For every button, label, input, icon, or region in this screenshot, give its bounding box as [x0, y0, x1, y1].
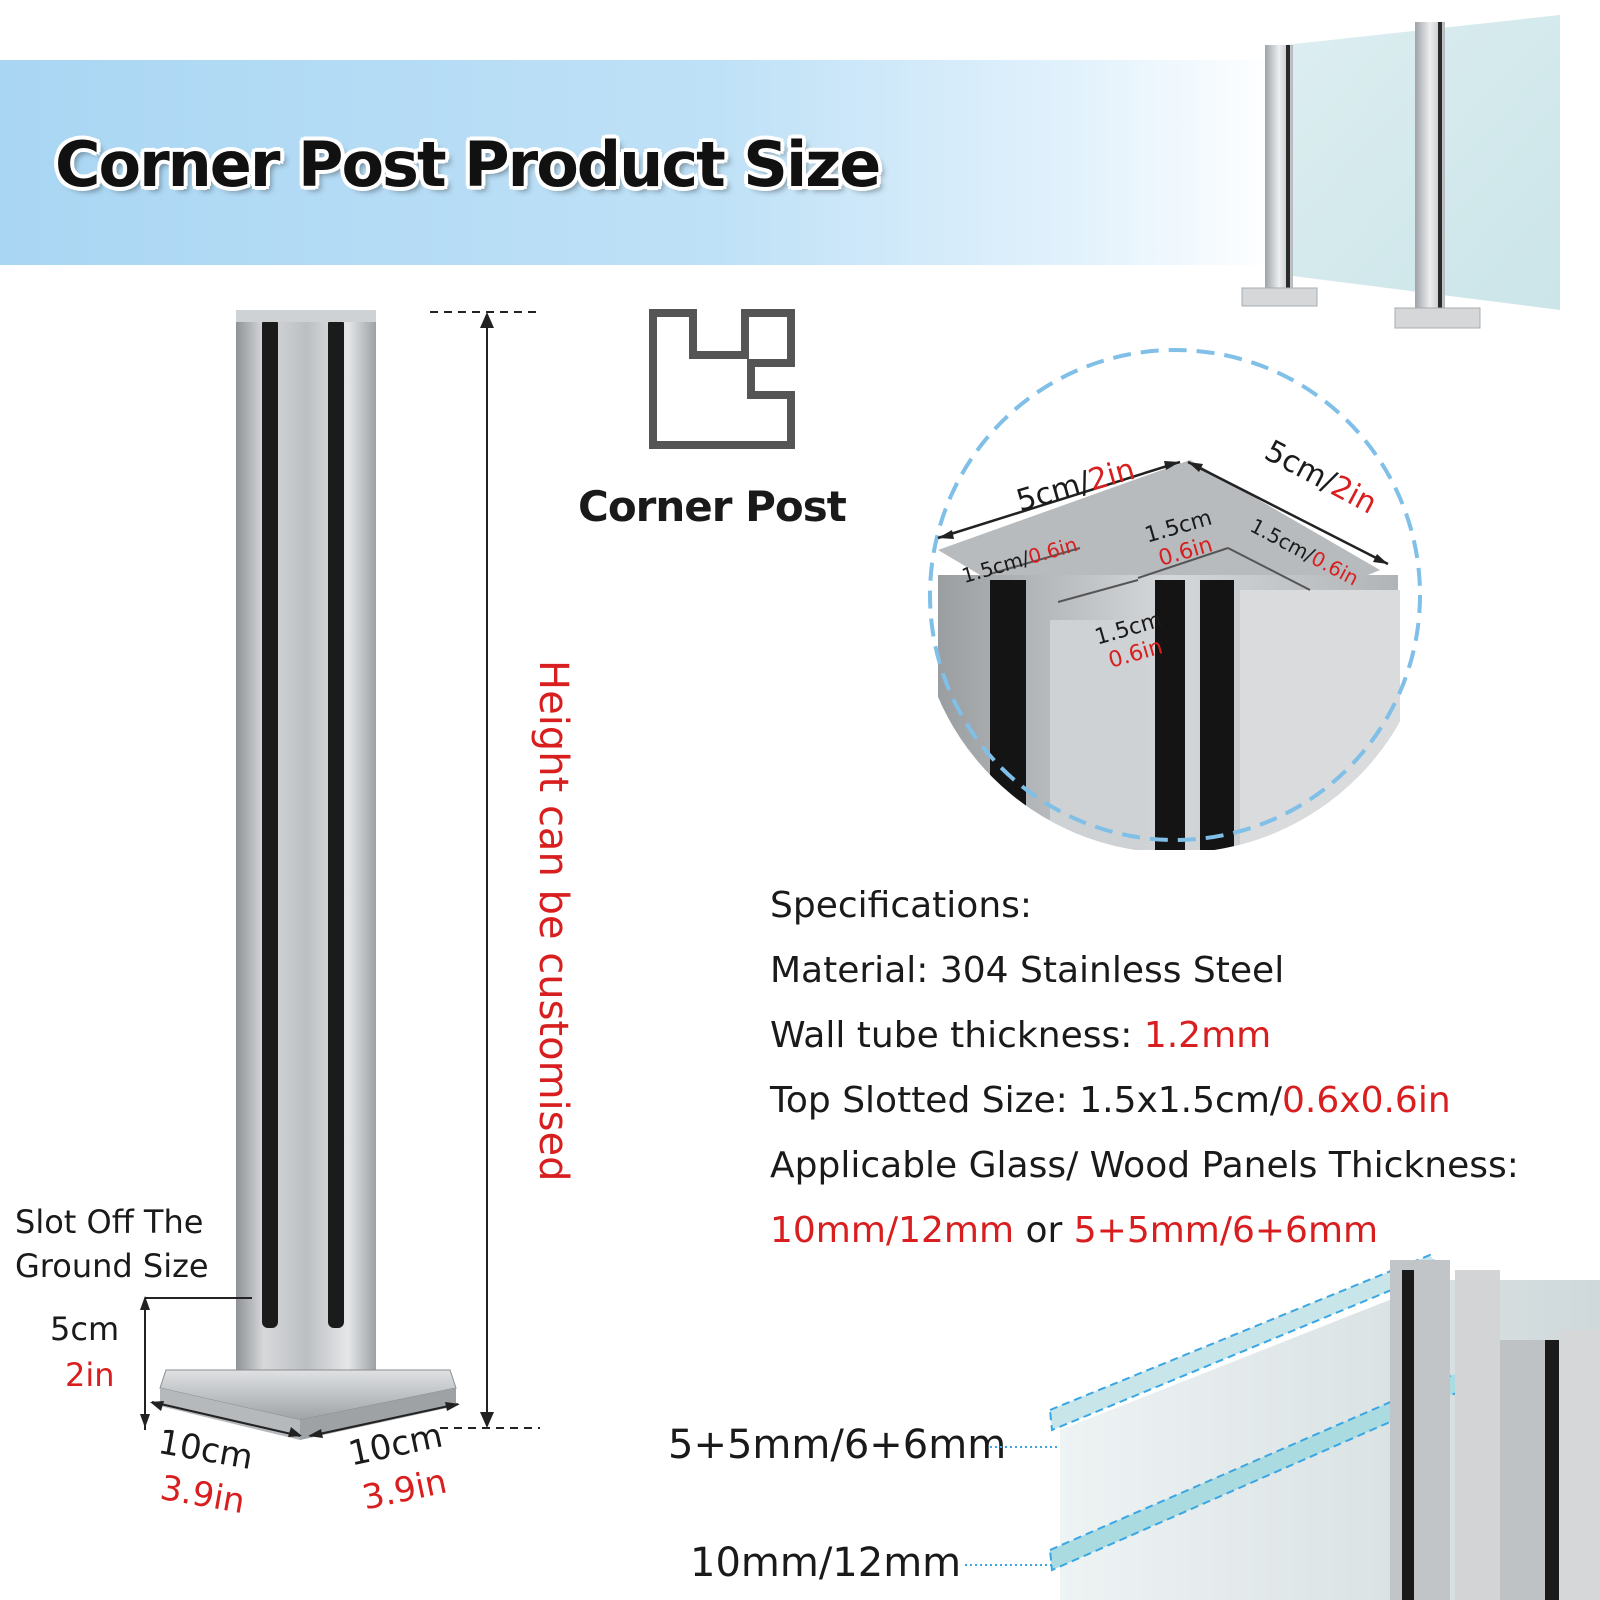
spec-thick-b: 5+5mm/6+6mm: [1073, 1210, 1379, 1251]
height-note: Height can be customised: [530, 660, 576, 1182]
corner-post-label: Corner Post: [578, 482, 847, 531]
spec-thickness: 10mm/12mm or 5+5mm/6+6mm: [770, 1210, 1378, 1251]
spec-thick-or: or: [1014, 1210, 1074, 1251]
detail-magnifier: [928, 348, 1422, 850]
page-title: Corner Post Product Size: [55, 128, 881, 201]
spec-wall-label: Wall tube thickness:: [770, 1015, 1144, 1056]
spec-wall: Wall tube thickness: 1.2mm: [770, 1015, 1271, 1056]
corner-post-section-icon: [649, 309, 795, 449]
panel-leader-double: [990, 1446, 1060, 1448]
slot-label: Slot Off The Ground Size: [15, 1203, 209, 1285]
spec-top-label: Top Slotted Size: 1.5x1.5cm/: [770, 1080, 1283, 1121]
panel-insert-illustration: [1048, 1253, 1600, 1600]
height-dimension-line: [430, 311, 540, 1429]
spec-thick-a: 10mm/12mm: [770, 1210, 1015, 1251]
spec-material: Material: 304 Stainless Steel: [770, 950, 1285, 991]
spec-top-value: 0.6x0.6in: [1282, 1080, 1451, 1121]
base-dimension-lines: [150, 1401, 460, 1438]
corner-post-illustration: [159, 310, 457, 1440]
spec-top-slot: Top Slotted Size: 1.5x1.5cm/0.6x0.6in: [770, 1080, 1451, 1121]
panel-leader-single: [965, 1564, 1055, 1566]
slot-size-in: 2in: [65, 1356, 115, 1394]
panel-label-double: 5+5mm/6+6mm: [668, 1422, 1007, 1468]
spec-applicable: Applicable Glass/ Wood Panels Thickness:: [770, 1145, 1519, 1186]
panel-label-single: 10mm/12mm: [690, 1540, 962, 1586]
slot-size-cm: 5cm: [50, 1310, 120, 1348]
spec-wall-value: 1.2mm: [1143, 1015, 1272, 1056]
installation-photo: [1241, 15, 1560, 329]
slot-dimension-line: [140, 1296, 252, 1430]
spec-heading: Specifications:: [770, 885, 1033, 926]
